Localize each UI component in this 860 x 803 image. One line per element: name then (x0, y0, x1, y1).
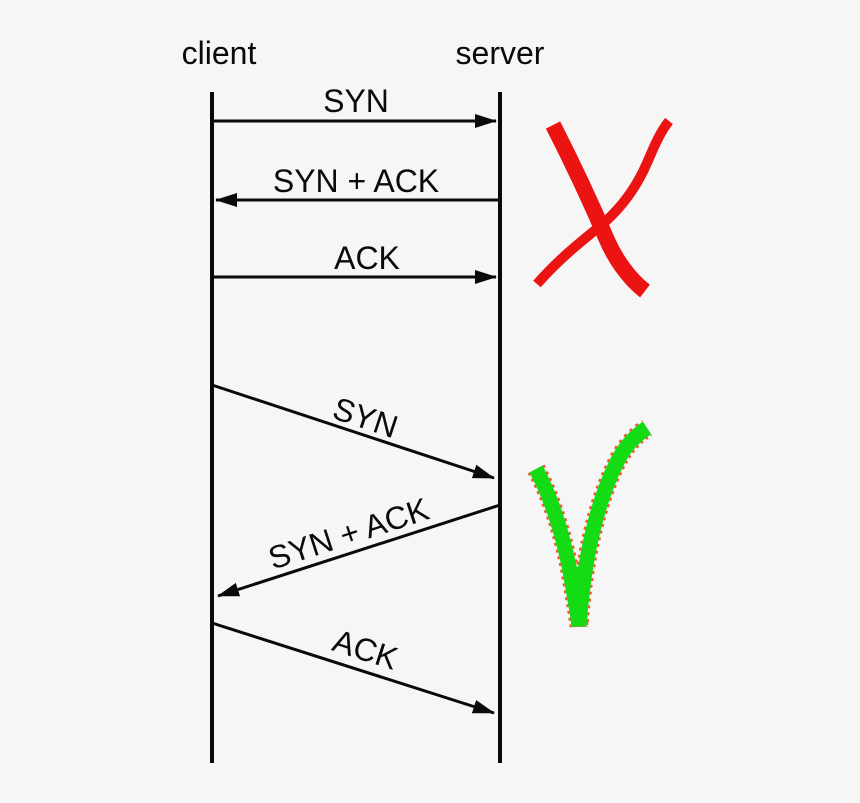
scenario-instantaneous: SYN SYN + ACK ACK (212, 83, 500, 284)
red-cross-stroke-down (545, 121, 651, 298)
message-ack: ACK (212, 240, 497, 284)
message-syn-ack: SYN + ACK (215, 163, 500, 207)
green-check-stroke (529, 421, 652, 627)
green-check-icon (527, 419, 653, 628)
message-syn: SYN (212, 83, 497, 128)
client-label: client (182, 35, 257, 71)
message-label: SYN + ACK (273, 163, 439, 199)
message-label: SYN (323, 83, 389, 119)
message-arrow (211, 621, 495, 715)
message-arrow (211, 383, 495, 480)
red-cross-icon (533, 117, 673, 298)
message-arrow (217, 503, 501, 598)
red-cross-stroke-up (533, 117, 673, 288)
server-label: server (456, 35, 545, 71)
message-label: ACK (334, 240, 400, 276)
